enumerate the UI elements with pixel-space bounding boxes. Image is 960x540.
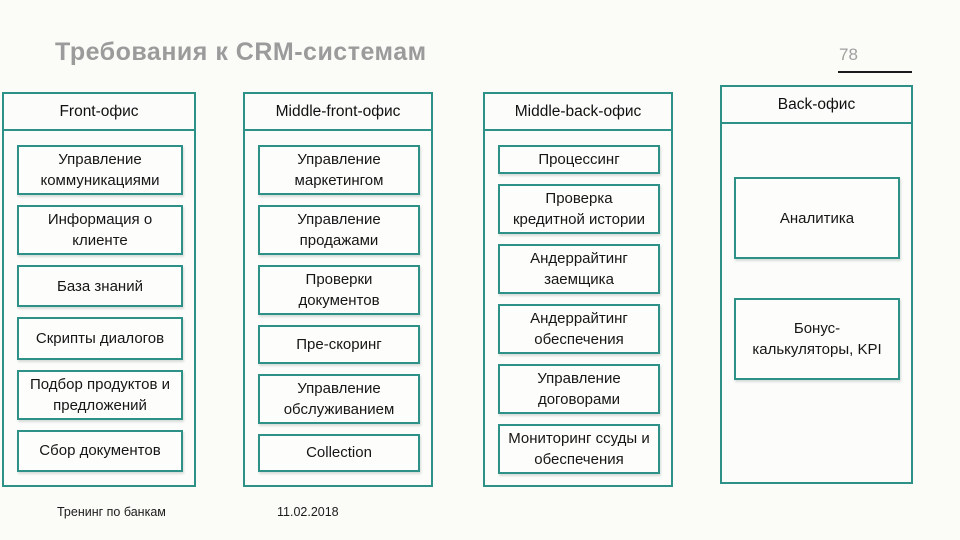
requirement-box: Управление маркетингом (258, 145, 420, 195)
requirement-box: Проверки документов (258, 265, 420, 315)
column-title-back-office: Back-офис (722, 87, 911, 124)
requirement-box: Управление договорами (498, 364, 660, 414)
requirement-box: Скрипты диалогов (17, 317, 183, 360)
requirement-box: Проверка кредитной истории (498, 184, 660, 234)
requirement-box: Подбор продуктов и предложений (17, 369, 183, 420)
page-number: 78 (839, 45, 858, 64)
requirement-box: Пре-скоринг (258, 325, 420, 364)
column-title-middle-back-office: Middle-back-офис (485, 94, 671, 131)
requirement-box: Сбор документов (17, 429, 183, 472)
requirement-box: Управление обслуживанием (258, 373, 420, 424)
requirement-box: Информация о клиенте (17, 205, 183, 255)
requirement-box: Управление коммуникациями (17, 145, 183, 195)
page-title: Требования к CRM-системам (55, 38, 427, 66)
requirement-box: Аналитика (734, 177, 900, 259)
requirement-box: Процессинг (498, 145, 660, 174)
column-title-front-office: Front-офис (4, 94, 194, 131)
column-title-middle-front-office: Middle-front-офис (245, 94, 431, 131)
requirement-box: Управление продажами (258, 205, 420, 255)
footer-date: 11.02.2018 (277, 505, 339, 519)
requirement-box: Бонус-калькуляторы, KPI (734, 298, 900, 380)
requirement-box: Андеррайтинг обеспечения (498, 304, 660, 354)
footer-training-label: Тренинг по банкам (57, 505, 166, 519)
page-number-underline (838, 71, 912, 73)
requirement-box: Collection (258, 433, 420, 472)
requirement-box: Мониторинг ссуды и обеспечения (498, 424, 660, 474)
requirement-box: Андеррайтинг заемщика (498, 244, 660, 294)
requirement-box: База знаний (17, 265, 183, 308)
